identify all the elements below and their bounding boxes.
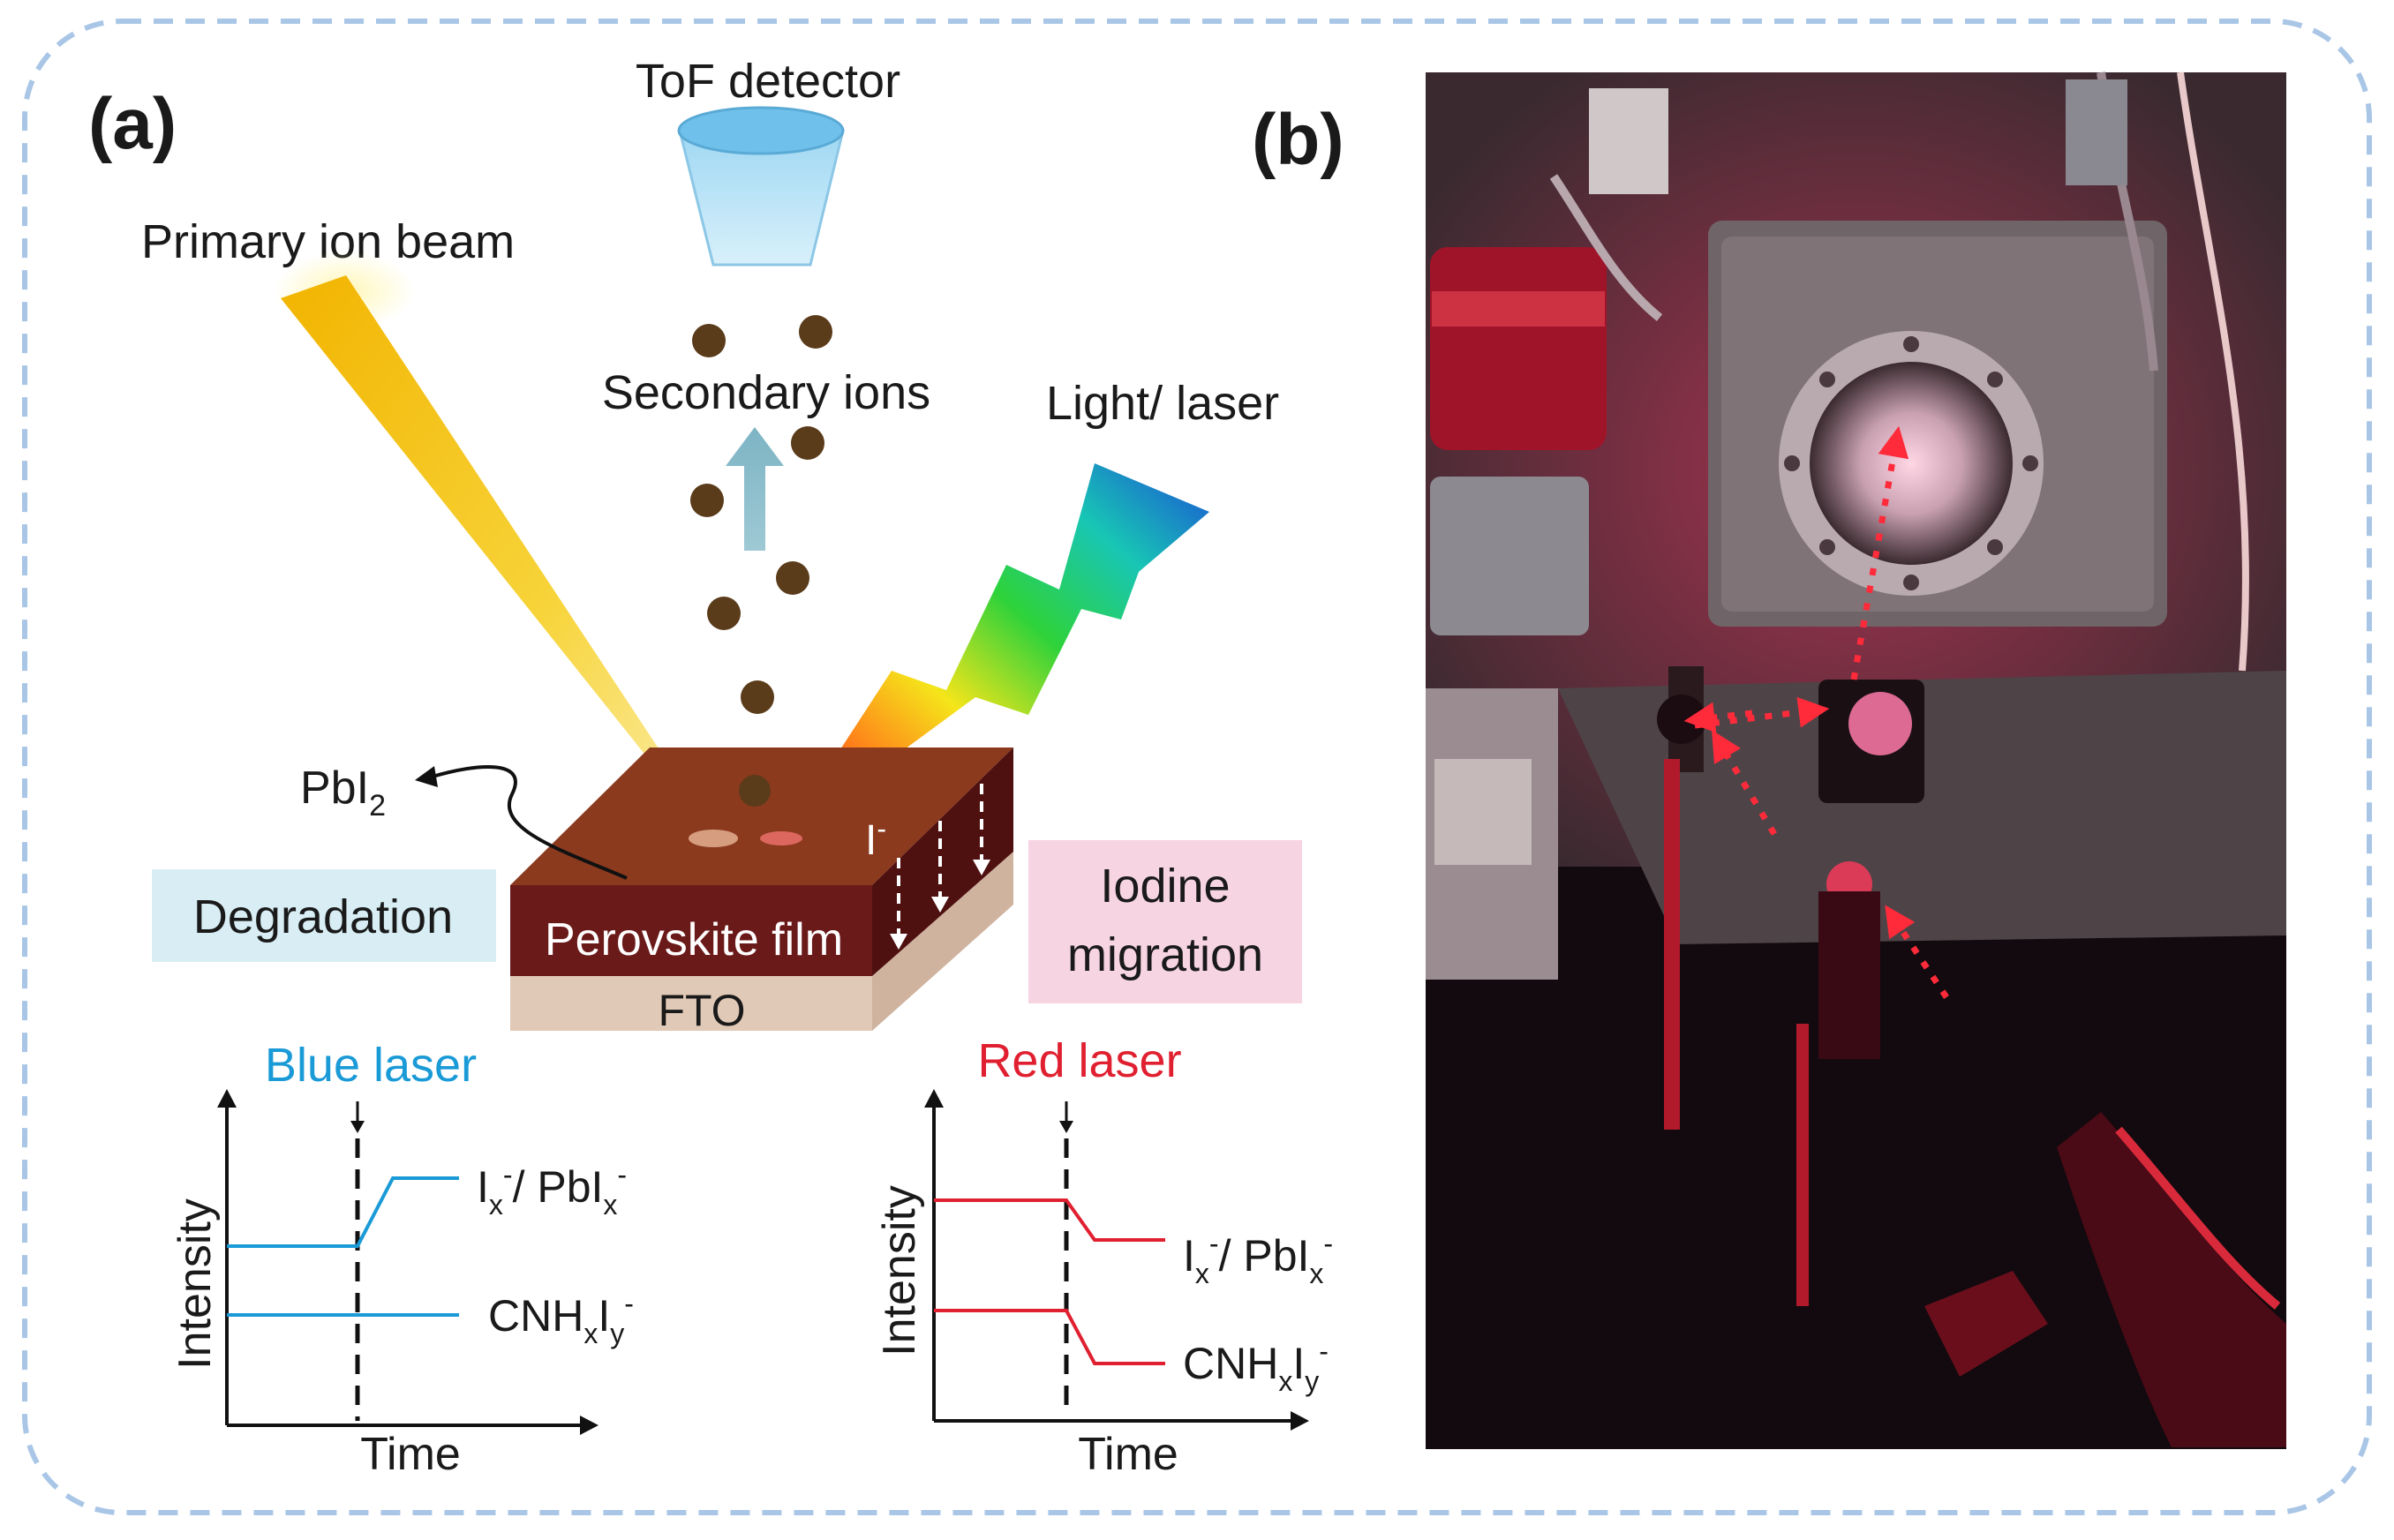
panel-b: (b) (1252, 71, 2286, 1449)
blue-plot-title: Blue laser (265, 1039, 477, 1092)
ion-dot (799, 315, 832, 349)
perovskite-film-label: Perovskite film (545, 914, 843, 965)
tof-detector-cup-icon (677, 106, 845, 267)
blue-plot-ylabel: Intensity (169, 1198, 221, 1370)
tof-detector-label: ToF detector (636, 55, 900, 108)
degradation-box (152, 869, 496, 962)
ion-dot (692, 324, 726, 357)
degradation-label: Degradation (193, 890, 453, 943)
perovskite-front (510, 885, 872, 976)
blue-plot-event-arrow-icon (350, 1121, 365, 1133)
fto-front (510, 976, 872, 1031)
red-laser-plot: Red laser Intensity Time Ix-/ PbIx- CNHx… (874, 1034, 1333, 1480)
red-plot-event-arrow-icon (1059, 1121, 1073, 1133)
blue-series-top (227, 1176, 459, 1248)
ion-dot (707, 597, 741, 630)
pbi2-label: PbI2 (300, 762, 386, 823)
perovskite-side (872, 747, 1013, 976)
red-plot-label-top: Ix-/ PbIx- (1183, 1228, 1333, 1289)
ion-dot (690, 484, 724, 517)
laser-path-arrows (1683, 425, 1949, 999)
red-series-top (934, 1198, 1165, 1242)
laser-lightning (781, 463, 1209, 840)
light-laser-label: Light/ laser (1046, 377, 1279, 430)
red-plot-axes (932, 1105, 1293, 1423)
panel-a-label: (a) (88, 84, 177, 164)
red-plot-title: Red laser (977, 1034, 1181, 1087)
iodine-migration-label-2: migration (1067, 928, 1263, 981)
lab-setup-photo (1426, 71, 2286, 1449)
up-arrow-icon (726, 427, 784, 551)
iodine-migration-label-1: Iodine (1100, 860, 1230, 913)
iodide-migration-arrows (897, 784, 983, 935)
blue-plot-label-top: Ix-/ PbIx- (477, 1159, 627, 1221)
pbi2-curved-arrow (432, 765, 628, 880)
perovskite-block (510, 747, 1013, 1031)
panel-a: (a) ToF detector Primary ion beam Second… (88, 55, 1333, 1480)
ion-dot (791, 426, 824, 460)
blue-plot-label-bottom: CNHxIy- (488, 1288, 634, 1349)
blue-plot-axes (225, 1105, 583, 1427)
red-series-bottom (934, 1309, 1165, 1365)
iodide-label: I- (865, 813, 886, 864)
blue-plot-xlabel: Time (360, 1429, 461, 1480)
ion-dot (741, 680, 774, 714)
panel-b-label: (b) (1252, 100, 1344, 180)
secondary-ions-label: Secondary ions (602, 366, 930, 419)
red-plot-ylabel: Intensity (874, 1185, 925, 1356)
fto-label: FTO (658, 986, 745, 1035)
red-plot-label-bottom: CNHxIy- (1183, 1335, 1329, 1397)
ion-dot (776, 561, 809, 595)
blue-laser-plot: Blue laser Intensity Time Ix-/ PbIx- CNH… (169, 1039, 634, 1480)
red-plot-xlabel: Time (1078, 1429, 1178, 1480)
perovskite-top (510, 747, 1013, 885)
fto-side (872, 852, 1013, 1031)
iodine-migration-box (1028, 840, 1302, 1003)
primary-ion-beam (281, 275, 717, 840)
